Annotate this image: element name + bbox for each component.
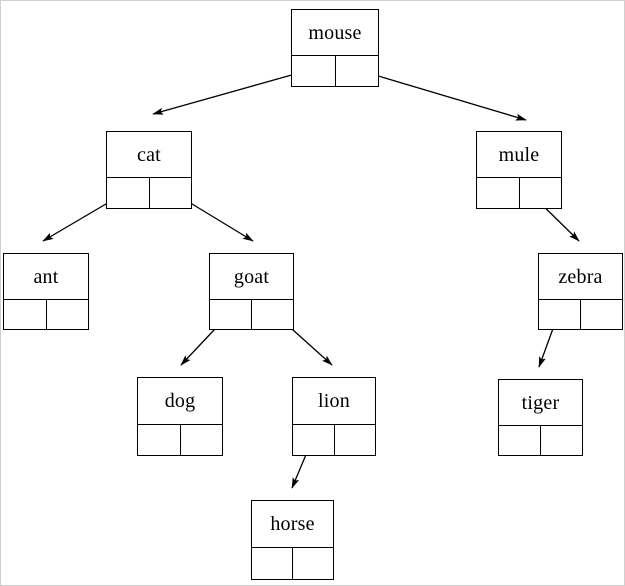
pointer-cell-left-horse[interactable] xyxy=(252,548,293,579)
pointer-cell-right-zebra[interactable] xyxy=(581,300,622,329)
node-mule[interactable]: mule xyxy=(476,131,562,209)
node-label-tiger: tiger xyxy=(499,380,582,426)
node-zebra[interactable]: zebra xyxy=(538,253,623,330)
node-mouse[interactable]: mouse xyxy=(291,9,379,87)
node-pointers-cat xyxy=(107,178,191,208)
node-pointers-ant xyxy=(4,300,88,329)
node-cat[interactable]: cat xyxy=(106,131,192,209)
pointer-cell-right-cat[interactable] xyxy=(150,178,192,208)
pointer-cell-right-horse[interactable] xyxy=(293,548,333,579)
node-pointers-dog xyxy=(138,425,222,455)
node-pointers-mouse xyxy=(292,56,378,86)
pointer-cell-left-tiger[interactable] xyxy=(499,426,541,455)
pointer-cell-left-zebra[interactable] xyxy=(539,300,581,329)
pointer-cell-right-tiger[interactable] xyxy=(541,426,582,455)
node-label-mouse: mouse xyxy=(292,10,378,56)
node-pointers-mule xyxy=(477,178,561,208)
node-label-dog: dog xyxy=(138,378,222,425)
node-tiger[interactable]: tiger xyxy=(498,379,583,456)
node-label-lion: lion xyxy=(293,378,375,425)
node-ant[interactable]: ant xyxy=(3,253,89,330)
pointer-cell-left-cat[interactable] xyxy=(107,178,150,208)
node-pointers-tiger xyxy=(499,426,582,455)
pointer-cell-right-ant[interactable] xyxy=(47,300,89,329)
node-lion[interactable]: lion xyxy=(292,377,376,456)
pointer-cell-left-goat[interactable] xyxy=(210,300,252,329)
node-pointers-lion xyxy=(293,425,375,455)
node-pointers-goat xyxy=(210,300,293,329)
node-label-goat: goat xyxy=(210,254,293,300)
pointer-cell-left-ant[interactable] xyxy=(4,300,47,329)
pointer-cell-left-mule[interactable] xyxy=(477,178,520,208)
pointer-cell-right-goat[interactable] xyxy=(252,300,293,329)
pointer-cell-right-lion[interactable] xyxy=(335,425,376,455)
node-horse[interactable]: horse xyxy=(251,500,334,580)
node-pointers-zebra xyxy=(539,300,622,329)
pointer-cell-right-dog[interactable] xyxy=(181,425,223,455)
pointer-cell-right-mule[interactable] xyxy=(520,178,562,208)
pointer-cell-left-dog[interactable] xyxy=(138,425,181,455)
node-label-cat: cat xyxy=(107,132,191,178)
pointer-cell-left-mouse[interactable] xyxy=(292,56,336,86)
node-label-ant: ant xyxy=(4,254,88,300)
node-pointers-horse xyxy=(252,548,333,579)
node-dog[interactable]: dog xyxy=(137,377,223,456)
pointer-cell-right-mouse[interactable] xyxy=(336,56,379,86)
edge-mouse-left-to-cat xyxy=(152,68,314,115)
node-goat[interactable]: goat xyxy=(209,253,294,330)
pointer-cell-left-lion[interactable] xyxy=(293,425,335,455)
node-label-mule: mule xyxy=(477,132,561,178)
node-label-zebra: zebra xyxy=(539,254,622,300)
node-label-horse: horse xyxy=(252,501,333,548)
